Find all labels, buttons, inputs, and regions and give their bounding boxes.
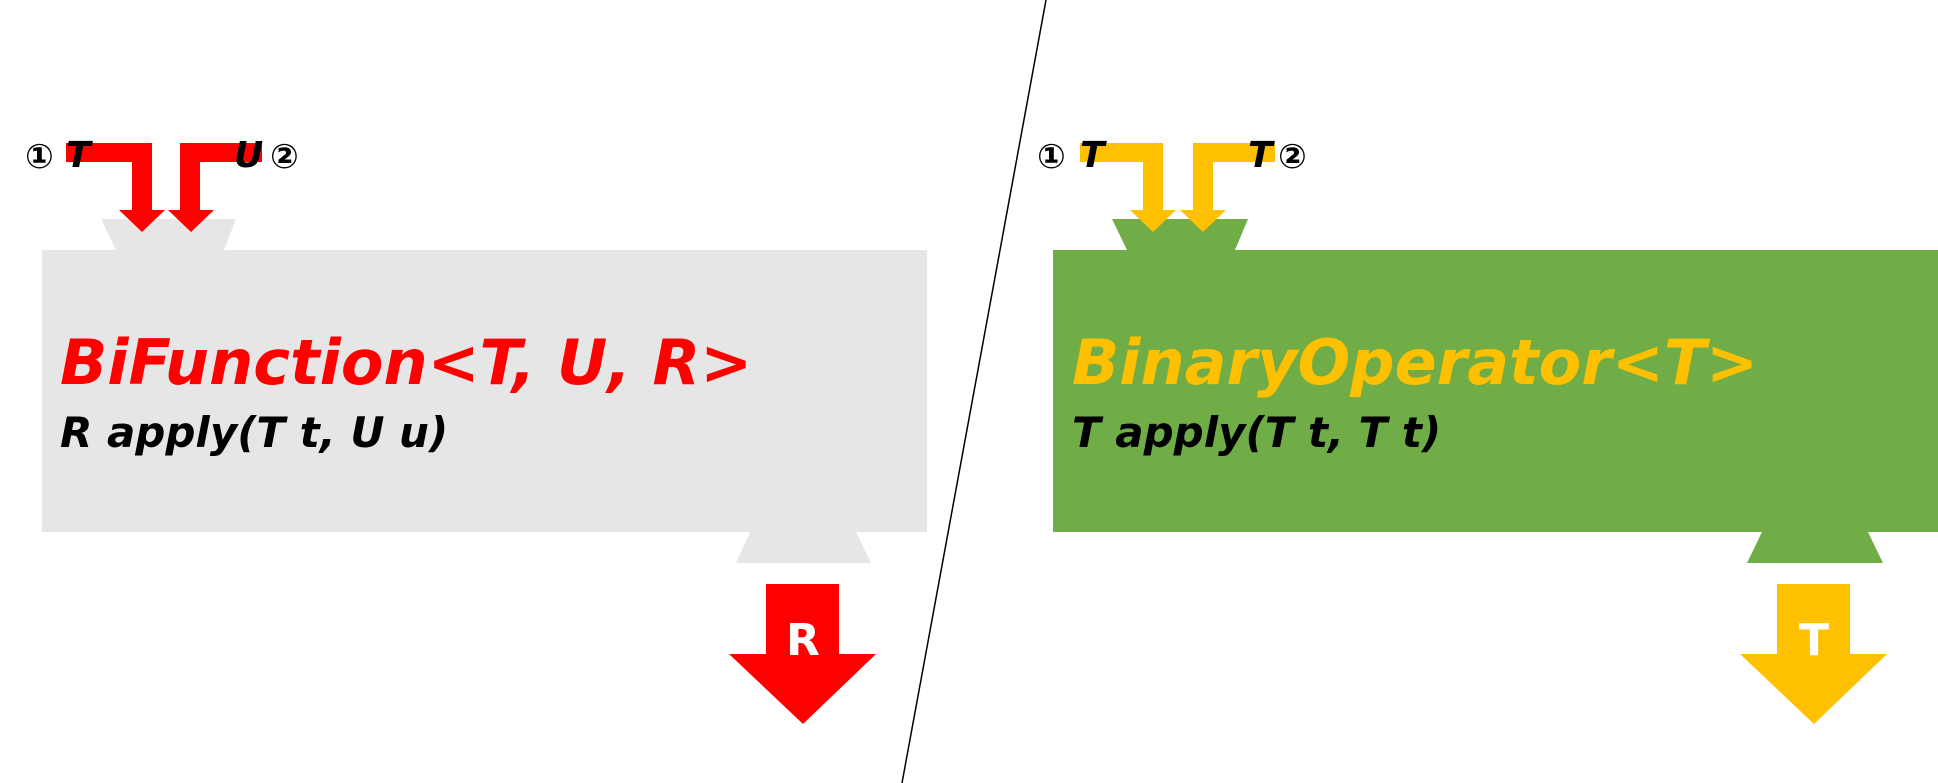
binaryoperator-signature: T apply(T t, T t) — [1072, 408, 1441, 457]
binaryoperator-input2-label: T — [1248, 135, 1275, 176]
binaryoperator-title: BinaryOperator<T> — [1072, 326, 1758, 399]
bifunction-input2-marker: ② — [270, 137, 299, 177]
bifunction-box — [42, 250, 927, 532]
binaryoperator-input2-marker: ② — [1278, 137, 1307, 177]
binaryoperator-output-label: T — [1799, 615, 1829, 666]
binaryoperator-input1-label: T — [1080, 135, 1107, 176]
binaryoperator-input-tab — [1112, 219, 1248, 250]
binaryoperator-input1-marker: ① — [1037, 137, 1066, 177]
bifunction-input-arrow-2 — [168, 143, 262, 232]
binaryoperator-input-arrow-2 — [1180, 143, 1275, 232]
binaryoperator-output-arrow — [1740, 584, 1887, 724]
bifunction-input2-label: U — [234, 135, 263, 176]
bifunction-panel: ① T U ② BiFunction<T, U, R> R apply(T t,… — [25, 135, 927, 724]
bifunction-title: BiFunction<T, U, R> — [60, 326, 752, 399]
binaryoperator-box — [1053, 250, 1938, 532]
bifunction-output-arrow — [729, 584, 876, 724]
bifunction-signature: R apply(T t, U u) — [60, 408, 448, 457]
binaryoperator-panel: ① T T ② BinaryOperator<T> T apply(T t, T… — [1037, 135, 1938, 724]
bifunction-input1-label: T — [66, 135, 93, 176]
bifunction-output-label: R — [786, 615, 820, 666]
binaryoperator-input-arrow-1 — [1080, 143, 1176, 232]
divider-line — [901, 0, 1047, 783]
bifunction-input1-marker: ① — [25, 137, 54, 177]
bifunction-output-tab — [736, 532, 871, 563]
bifunction-input-arrow-1 — [66, 143, 165, 232]
bifunction-input-tab — [101, 219, 236, 250]
binaryoperator-output-tab — [1747, 532, 1883, 563]
